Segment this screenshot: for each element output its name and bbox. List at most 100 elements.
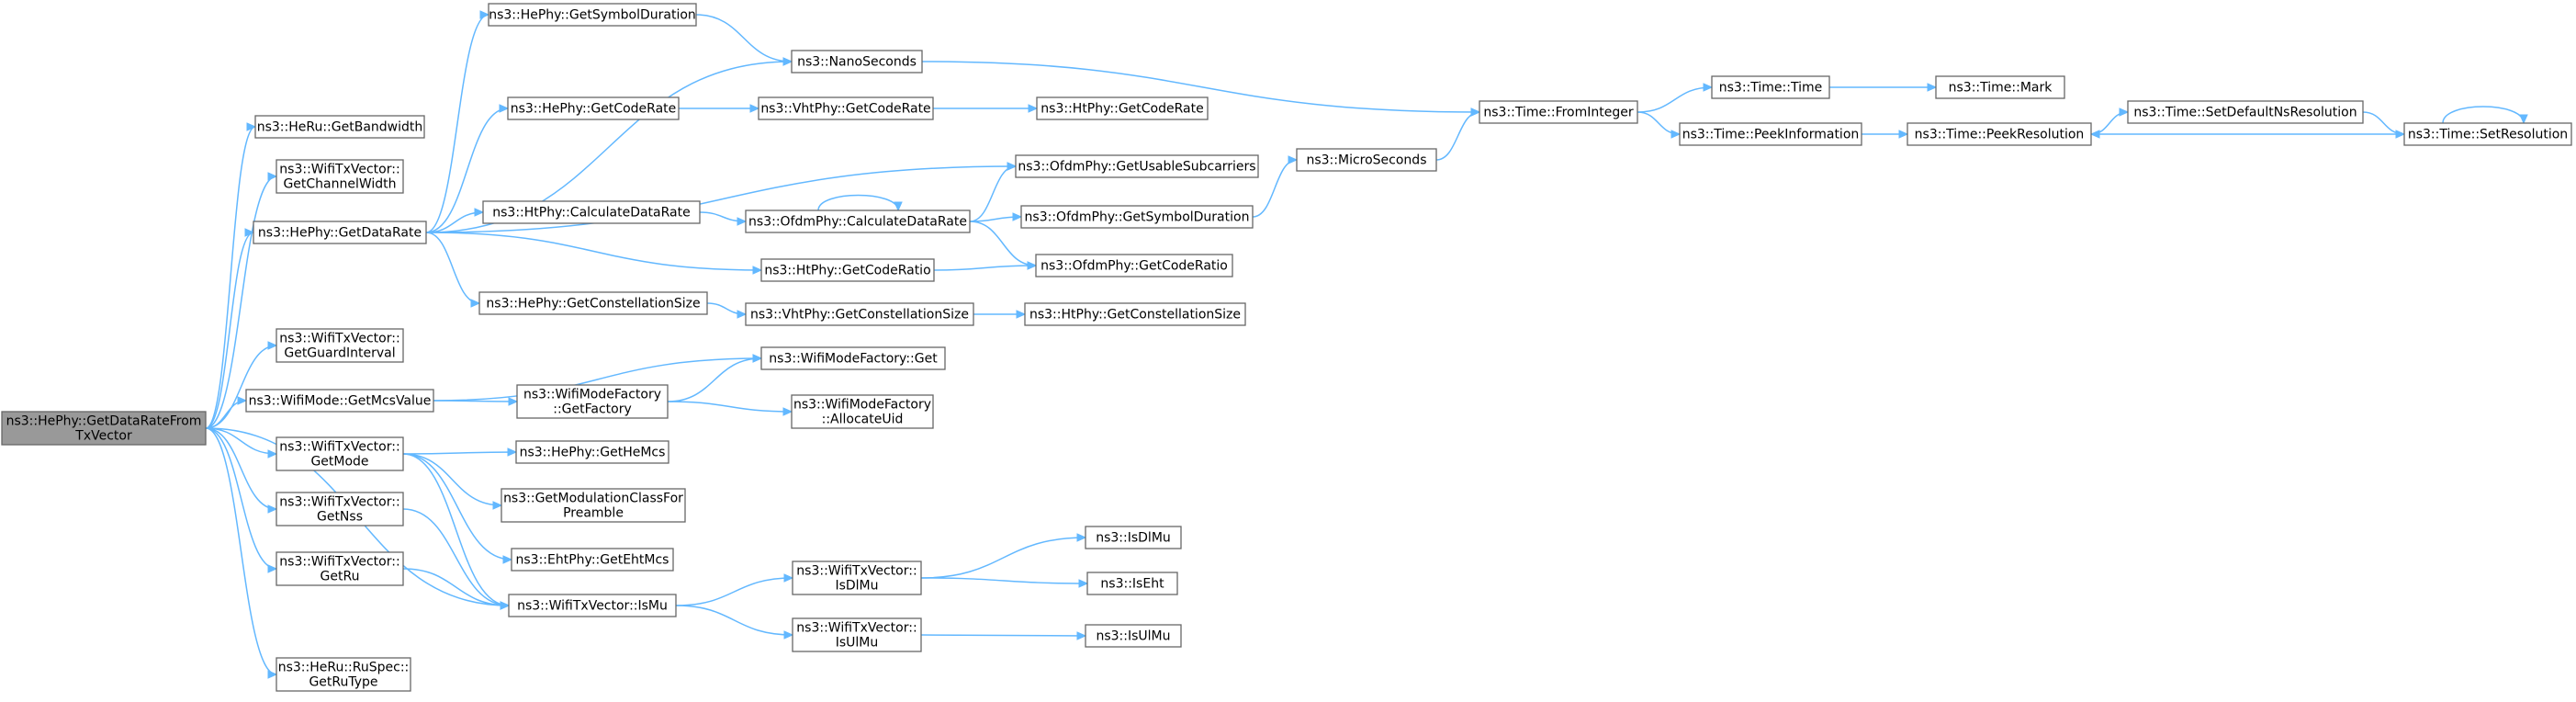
node-label: GetGuardInterval (284, 346, 395, 361)
nodes-layer: ns3::HePhy::GetDataRateFromTxVectorns3::… (1, 3, 2572, 692)
edge-line (1637, 86, 1713, 113)
node-vht_cr[interactable]: ns3::VhtPhy::GetCodeRate (758, 96, 934, 120)
node-time_peekinfo[interactable]: ns3::Time::PeekInformation (1679, 122, 1862, 146)
node-time_fromint[interactable]: ns3::Time::FromInteger (1479, 100, 1638, 124)
edge-arrowhead (1076, 533, 1087, 542)
node-label: ns3::WifiTxVector:: (279, 163, 399, 177)
node-label: ::GetFactory (553, 402, 632, 417)
node-time_peekres[interactable]: ns3::Time::PeekResolution (1907, 122, 2092, 146)
node-box (792, 617, 922, 652)
node-tx_ismu[interactable]: ns3::WifiTxVector::IsMu (508, 594, 677, 617)
node-ht_cratio[interactable]: ns3::HtPhy::GetCodeRatio (760, 258, 935, 282)
node-label: IsDlMu (835, 579, 878, 594)
edge-arrowhead (1078, 579, 1089, 588)
node-label: ns3::HePhy::GetSymbolDuration (489, 8, 696, 23)
node-ofdm_cdr[interactable]: ns3::OfdmPhy::CalculateDataRate (745, 209, 971, 233)
node-hephy_cs[interactable]: ns3::HePhy::GetConstellationSize (478, 291, 708, 315)
node-wm_mcs[interactable]: ns3::WifiMode::GetMcsValue (245, 389, 434, 413)
node-label: ns3::VhtPhy::GetConstellationSize (750, 308, 969, 323)
node-nanosec[interactable]: ns3::NanoSeconds (791, 50, 923, 74)
node-ehtphy_mcs[interactable]: ns3::EhtPhy::GetEhtMcs (511, 548, 674, 572)
node-box (501, 488, 686, 523)
edge-tx_isulmu-to-isulmu (920, 631, 1087, 640)
edge-line (402, 453, 512, 560)
node-box (478, 291, 708, 315)
node-label: ns3::OfdmPhy::GetUsableSubcarriers (1018, 160, 1255, 175)
node-tx_mode[interactable]: ns3::WifiTxVector::GetMode (276, 436, 404, 471)
edge-root-to-wm_mcs (205, 396, 248, 429)
node-time_setres[interactable]: ns3::Time::SetResolution (2403, 122, 2572, 146)
node-tx_ru[interactable]: ns3::WifiTxVector::GetRu (276, 551, 404, 586)
node-isulmu[interactable]: ns3::IsUlMu (1085, 624, 1182, 648)
edge-line (695, 14, 793, 62)
node-label: ns3::HeRu::GetBandwidth (257, 120, 423, 135)
edge-arrowhead (267, 504, 278, 514)
node-heru_bw[interactable]: ns3::HeRu::GetBandwidth (254, 115, 425, 139)
node-box (1711, 75, 1830, 99)
node-label: ns3::WifiTxVector:: (279, 495, 399, 510)
edge-arrowhead (237, 396, 248, 405)
node-ht_cs[interactable]: ns3::HtPhy::GetConstellationSize (1024, 302, 1246, 326)
node-hephy_symdur[interactable]: ns3::HePhy::GetSymbolDuration (488, 3, 697, 27)
edge-arrowhead (2519, 114, 2528, 125)
node-label: ns3::HtPhy::CalculateDataRate (492, 206, 690, 221)
edge-arrowhead (474, 208, 485, 217)
node-box (1935, 75, 2065, 99)
node-tx_isulmu[interactable]: ns3::WifiTxVector::IsUlMu (792, 617, 922, 652)
node-wmf_alloc[interactable]: ns3::WifiModeFactory::AllocateUid (791, 394, 934, 429)
edge-arrowhead (1288, 155, 1299, 164)
edge-line (402, 451, 517, 455)
node-box (760, 346, 946, 370)
node-box (515, 440, 669, 464)
node-isdlmu[interactable]: ns3::IsDlMu (1085, 526, 1182, 549)
node-label: GetNss (317, 510, 363, 525)
node-time_mark[interactable]: ns3::Time::Mark (1935, 75, 2065, 99)
node-ruspec[interactable]: ns3::HeRu::RuSpec::GetRuType (276, 657, 411, 692)
node-box (276, 492, 404, 526)
node-hephy_hemcs[interactable]: ns3::HePhy::GetHeMcs (515, 440, 669, 464)
node-time_setdef[interactable]: ns3::Time::SetDefaultNsResolution (2127, 100, 2364, 124)
node-microsec[interactable]: ns3::MicroSeconds (1296, 148, 1437, 172)
edge-wm_mcs-to-wmf_getfactory (433, 397, 519, 406)
node-label: ns3::Time::SetResolution (2408, 128, 2568, 142)
node-ht_cr[interactable]: ns3::HtPhy::GetCodeRate (1036, 96, 1209, 120)
node-hephy_cr[interactable]: ns3::HePhy::GetCodeRate (507, 96, 680, 120)
edge-hephy_dr-to-hephy_cs (425, 232, 481, 308)
node-time_time[interactable]: ns3::Time::Time (1711, 75, 1830, 99)
node-box (254, 115, 425, 139)
node-wmf_get[interactable]: ns3::WifiModeFactory::Get (760, 346, 946, 370)
edge-line (1252, 159, 1298, 218)
edge-tx_mode-to-hephy_hemcs (402, 447, 518, 457)
node-label: ns3::WifiModeFactory (523, 388, 661, 402)
node-box (276, 159, 404, 194)
node-wmf_getfactory[interactable]: ns3::WifiModeFactory::GetFactory (516, 384, 669, 419)
node-label: ns3::HePhy::GetConstellationSize (486, 297, 700, 311)
edge-tx_mode-to-tx_ismu (402, 453, 511, 610)
node-tx_isdlmu[interactable]: ns3::WifiTxVector::IsDlMu (792, 560, 922, 595)
node-tx_nss[interactable]: ns3::WifiTxVector::GetNss (276, 492, 404, 526)
edge-ofdm_cdr-to-ofdm_usc (969, 162, 1018, 222)
node-ofdm_symdur[interactable]: ns3::OfdmPhy::GetSymbolDuration (1020, 205, 1254, 229)
edge-time_peekres-to-time_setdef (2090, 108, 2130, 135)
edge-line (425, 232, 762, 271)
edge-time_fromint-to-time_time (1637, 83, 1714, 113)
node-vht_cs[interactable]: ns3::VhtPhy::GetConstellationSize (745, 302, 974, 326)
node-label: ns3::IsEht (1100, 577, 1164, 592)
node-tx_chw[interactable]: ns3::WifiTxVector::GetChannelWidth (276, 159, 404, 194)
node-iseht[interactable]: ns3::IsEht (1086, 572, 1178, 595)
node-ofdm_usc[interactable]: ns3::OfdmPhy::GetUsableSubcarriers (1015, 154, 1259, 178)
edge-arrowhead (492, 501, 503, 510)
node-hephy_dr[interactable]: ns3::HePhy::GetDataRate (253, 221, 427, 244)
edge-vht_cr-to-ht_cr (933, 104, 1039, 113)
edge-arrowhead (1898, 130, 1909, 139)
edge-time_setres-to-time_setres (2442, 106, 2528, 125)
node-label: ns3::WifiModeFactory (793, 398, 931, 413)
node-box (507, 96, 680, 120)
edge-line (425, 14, 489, 233)
node-ofdm_cratio[interactable]: ns3::OfdmPhy::GetCodeRatio (1035, 254, 1233, 277)
node-box (1015, 154, 1259, 178)
node-tx_gi[interactable]: ns3::WifiTxVector::GetGuardInterval (276, 328, 404, 363)
node-htphy_cdr[interactable]: ns3::HtPhy::CalculateDataRate (482, 200, 701, 224)
